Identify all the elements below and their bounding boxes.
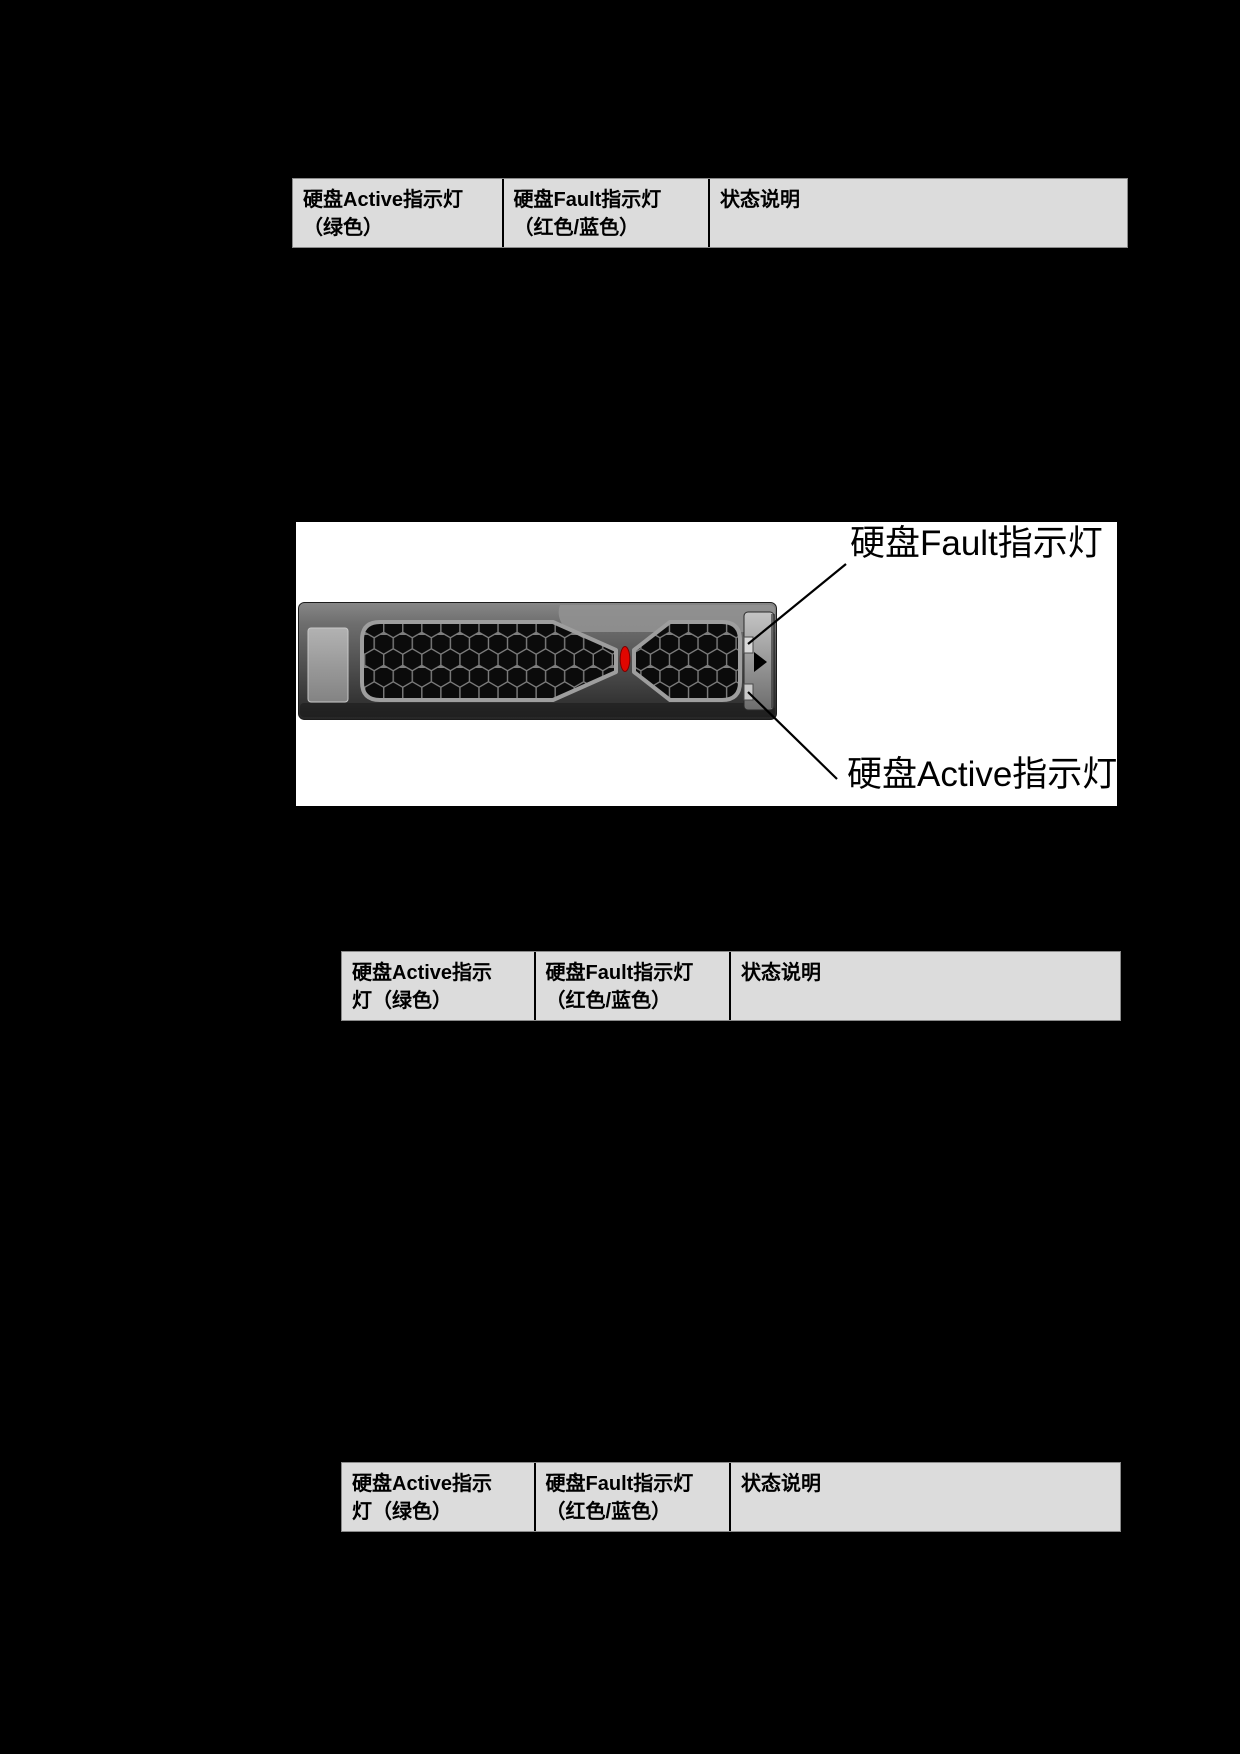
header-text-line: 硬盘Active指示 — [352, 1473, 493, 1495]
header-text-line: 硬盘Fault指示灯 — [513, 189, 662, 211]
header-cell-status: 状态说明 — [710, 179, 1127, 247]
header-text-line: 硬盘Active指示灯 — [303, 189, 464, 211]
header-text-line: 硬盘Fault指示灯 — [545, 1473, 694, 1495]
tray-handle — [307, 627, 349, 703]
header-text-line: （红色/蓝色） — [545, 1501, 672, 1523]
fault-led-window — [743, 636, 754, 654]
header-cell-fault-led: 硬盘Fault指示灯 （红色/蓝色） — [536, 1463, 732, 1531]
red-led-icon — [619, 646, 631, 672]
drive-led-table-header-middle: 硬盘Active指示 灯（绿色） 硬盘Fault指示灯 （红色/蓝色） 状态说明 — [341, 951, 1121, 1021]
header-text-line: 状态说明 — [741, 1473, 822, 1495]
tray-bottom-shadow — [300, 703, 775, 717]
header-cell-status: 状态说明 — [731, 952, 1120, 1020]
drive-led-table-header-bottom: 硬盘Active指示 灯（绿色） 硬盘Fault指示灯 （红色/蓝色） 状态说明 — [341, 1462, 1121, 1532]
header-cell-active-led: 硬盘Active指示 灯（绿色） — [342, 952, 536, 1020]
drive-led-table-header-top: 硬盘Active指示灯 （绿色） 硬盘Fault指示灯 （红色/蓝色） 状态说明 — [292, 178, 1128, 248]
header-text-line: （红色/蓝色） — [545, 990, 672, 1012]
header-text-line: 硬盘Active指示 — [352, 962, 493, 984]
latch-arrow-icon — [754, 652, 767, 672]
active-led-callout-label: 硬盘Active指示灯 — [847, 755, 1118, 794]
active-callout-line — [747, 691, 838, 780]
header-text-line: 状态说明 — [720, 189, 801, 211]
header-text-line: 灯（绿色） — [352, 990, 452, 1012]
header-text-line: 状态说明 — [741, 962, 822, 984]
header-text-line: （红色/蓝色） — [513, 217, 640, 239]
header-cell-active-led: 硬盘Active指示 灯（绿色） — [342, 1463, 536, 1531]
drive-tray-figure: 硬盘Fault指示灯 硬盘Active指示灯 — [296, 522, 1117, 806]
header-text-line: 灯（绿色） — [352, 1501, 452, 1523]
header-cell-fault-led: 硬盘Fault指示灯 （红色/蓝色） — [536, 952, 732, 1020]
header-text-line: （绿色） — [303, 217, 383, 239]
fault-led-callout-label: 硬盘Fault指示灯 — [850, 524, 1103, 563]
callout-lines — [747, 563, 847, 780]
header-text-line: 硬盘Fault指示灯 — [545, 962, 694, 984]
fault-callout-line — [747, 563, 847, 645]
header-cell-active-led: 硬盘Active指示灯 （绿色） — [293, 179, 504, 247]
header-cell-fault-led: 硬盘Fault指示灯 （红色/蓝色） — [504, 179, 711, 247]
drive-tray-illustration — [298, 602, 777, 720]
vent-right — [632, 620, 742, 702]
latch-edge-shade — [771, 614, 775, 708]
vent-left — [360, 620, 618, 702]
header-cell-status: 状态说明 — [731, 1463, 1120, 1531]
